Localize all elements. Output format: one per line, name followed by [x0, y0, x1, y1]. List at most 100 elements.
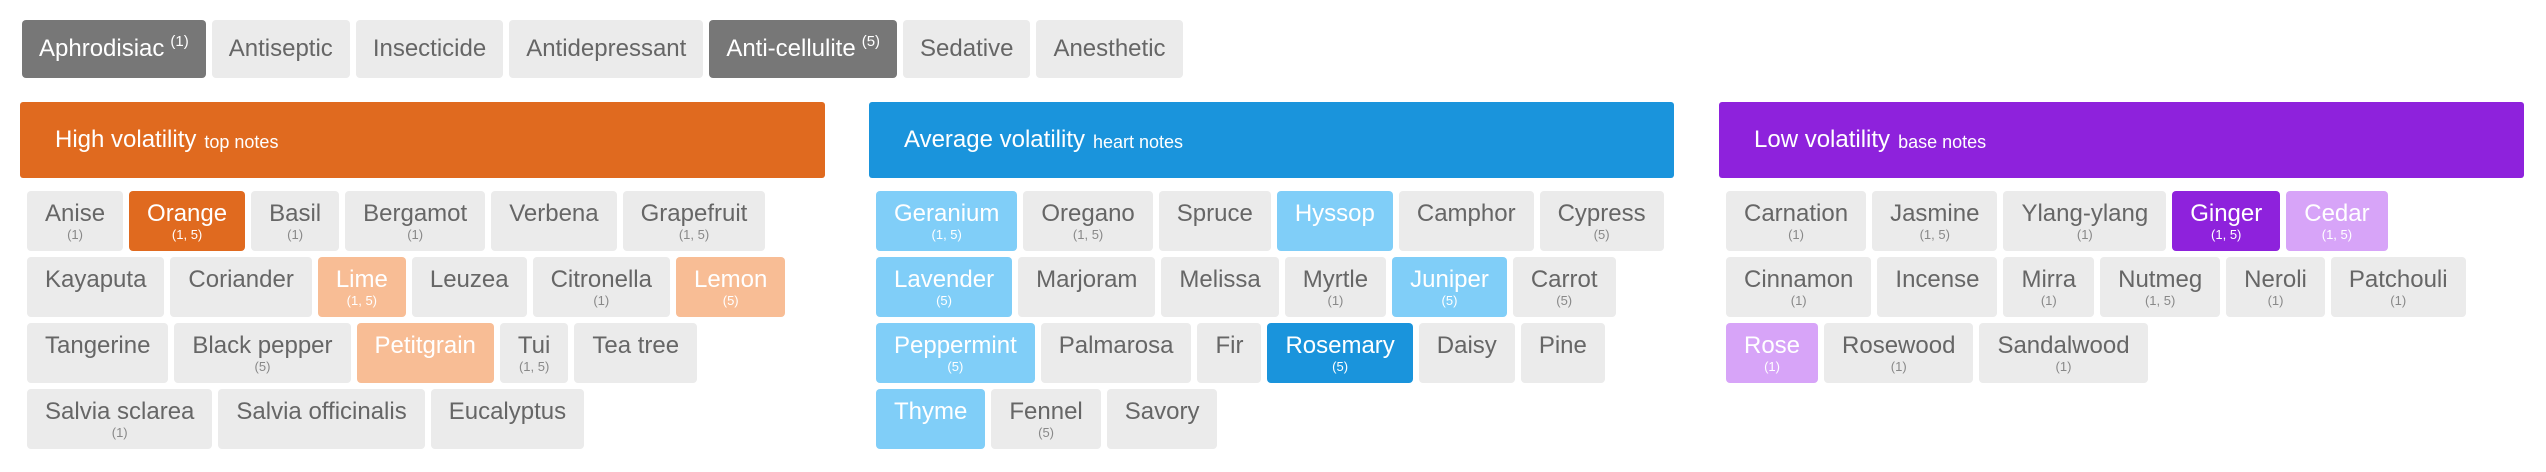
oil-name: Verbena — [509, 200, 599, 227]
oil-chip-black-pepper[interactable]: Black pepper(5) — [174, 323, 351, 383]
column-header-average: Average volatility heart notes — [869, 102, 1674, 178]
oil-chip-verbena[interactable]: Verbena — [491, 191, 617, 251]
oil-name: Citronella — [550, 266, 652, 293]
oil-chip-tui[interactable]: Tui(1, 5) — [499, 323, 569, 383]
filter-tab-label: Sedative — [920, 35, 1014, 62]
oil-name: Jasmine — [1890, 200, 1980, 227]
oil-chip-ginger[interactable]: Ginger(1, 5) — [2172, 191, 2281, 251]
oil-chip-bergamot[interactable]: Bergamot(1) — [345, 191, 486, 251]
oil-chip-daisy[interactable]: Daisy — [1418, 323, 1515, 383]
oil-chip-mirra[interactable]: Mirra(1) — [2003, 257, 2095, 317]
oil-chip-cedar[interactable]: Cedar(1, 5) — [2286, 191, 2388, 251]
oil-chip-jasmine[interactable]: Jasmine(1, 5) — [1872, 191, 1998, 251]
oil-refs: (1) — [2267, 293, 2284, 308]
oil-refs: (1, 5) — [518, 359, 550, 374]
oil-refs: (5) — [1556, 293, 1573, 308]
oil-chip-peppermint[interactable]: Peppermint(5) — [876, 323, 1035, 383]
oil-chip-anise[interactable]: Anise(1) — [27, 191, 124, 251]
oil-name: Carrot — [1530, 266, 1598, 293]
oil-list-low: Carnation(1)Jasmine(1, 5)Ylang-ylang(1)G… — [1719, 178, 2524, 383]
oil-chip-basil[interactable]: Basil(1) — [251, 191, 340, 251]
oil-name: Basil — [269, 200, 322, 227]
oil-name: Black pepper — [192, 332, 333, 359]
oil-chip-grapefruit[interactable]: Grapefruit(1, 5) — [622, 191, 766, 251]
oil-chip-lavender[interactable]: Lavender(5) — [876, 257, 1013, 317]
column-low-volatility: Low volatility base notes Carnation(1)Ja… — [1719, 102, 2524, 383]
filter-tab-antiseptic[interactable]: Antiseptic — [211, 20, 350, 78]
oil-chip-camphor[interactable]: Camphor — [1398, 191, 1534, 251]
oil-chip-hyssop[interactable]: Hyssop — [1276, 191, 1393, 251]
column-header-high: High volatility top notes — [20, 102, 825, 178]
oil-chip-spruce[interactable]: Spruce — [1158, 191, 1271, 251]
oil-name: Hyssop — [1294, 200, 1375, 227]
oil-refs: (5) — [1441, 293, 1458, 308]
oil-chip-juniper[interactable]: Juniper(5) — [1392, 257, 1507, 317]
oil-name: Melissa — [1179, 266, 1261, 293]
oil-chip-cinnamon[interactable]: Cinnamon(1) — [1726, 257, 1872, 317]
oil-chip-pine[interactable]: Pine — [1520, 323, 1605, 383]
oil-chip-oregano[interactable]: Oregano(1, 5) — [1023, 191, 1153, 251]
oil-chip-fennel[interactable]: Fennel(5) — [991, 389, 1101, 449]
oil-chip-salvia-officinalis[interactable]: Salvia officinalis — [218, 389, 425, 449]
oil-chip-orange[interactable]: Orange(1, 5) — [129, 191, 246, 251]
filter-tab-aphrodisiac[interactable]: Aphrodisiac(1) — [22, 20, 206, 78]
oil-chip-incense[interactable]: Incense — [1877, 257, 1998, 317]
oil-chip-ylang-ylang[interactable]: Ylang-ylang(1) — [2003, 191, 2167, 251]
oil-name: Anise — [45, 200, 106, 227]
oil-chip-marjoram[interactable]: Marjoram — [1018, 257, 1156, 317]
oil-name: Nutmeg — [2118, 266, 2203, 293]
oil-chip-rosewood[interactable]: Rosewood(1) — [1824, 323, 1974, 383]
oil-chip-nutmeg[interactable]: Nutmeg(1, 5) — [2100, 257, 2221, 317]
oil-name: Geranium — [894, 200, 1000, 227]
oil-chip-rosemary[interactable]: Rosemary(5) — [1267, 323, 1413, 383]
oil-refs: (1, 5) — [931, 227, 962, 242]
oil-chip-tangerine[interactable]: Tangerine — [27, 323, 169, 383]
oil-name: Pine — [1538, 332, 1587, 359]
oil-chip-cypress[interactable]: Cypress(5) — [1539, 191, 1664, 251]
oil-chip-petitgrain[interactable]: Petitgrain — [356, 323, 494, 383]
oil-chip-neroli[interactable]: Neroli(1) — [2226, 257, 2325, 317]
filter-tab-insecticide[interactable]: Insecticide — [355, 20, 504, 78]
oil-name: Tea tree — [592, 332, 680, 359]
filter-tab-label: Aphrodisiac — [39, 35, 165, 62]
oil-chip-coriander[interactable]: Coriander — [170, 257, 312, 317]
oil-chip-lemon[interactable]: Lemon(5) — [675, 257, 786, 317]
oil-chip-fir[interactable]: Fir — [1197, 323, 1262, 383]
oil-chip-tea-tree[interactable]: Tea tree — [574, 323, 698, 383]
oil-chip-savory[interactable]: Savory — [1106, 389, 1218, 449]
oil-name: Lemon — [693, 266, 768, 293]
oil-chip-melissa[interactable]: Melissa — [1161, 257, 1279, 317]
filter-tab-anesthetic[interactable]: Anesthetic — [1036, 20, 1183, 78]
oil-chip-patchouli[interactable]: Patchouli(1) — [2330, 257, 2466, 317]
oil-chip-carrot[interactable]: Carrot(5) — [1512, 257, 1616, 317]
oil-chip-carnation[interactable]: Carnation(1) — [1726, 191, 1867, 251]
oil-chip-palmarosa[interactable]: Palmarosa — [1040, 323, 1192, 383]
oil-name: Lime — [335, 266, 388, 293]
oil-chip-thyme[interactable]: Thyme — [876, 389, 986, 449]
oil-name: Mirra — [2021, 266, 2077, 293]
oil-chip-geranium[interactable]: Geranium(1, 5) — [876, 191, 1018, 251]
oil-refs: (1) — [287, 227, 304, 242]
oil-chip-citronella[interactable]: Citronella(1) — [532, 257, 670, 317]
oil-chip-rose[interactable]: Rose(1) — [1726, 323, 1819, 383]
oil-refs: (1, 5) — [346, 293, 377, 308]
filter-tab-anti-cellulite[interactable]: Anti-cellulite(5) — [709, 20, 898, 78]
oil-chip-myrtle[interactable]: Myrtle(1) — [1284, 257, 1387, 317]
oil-chip-leuzea[interactable]: Leuzea — [411, 257, 527, 317]
filter-tab-sedative[interactable]: Sedative — [903, 20, 1031, 78]
oil-chip-kayaputa[interactable]: Kayaputa — [27, 257, 165, 317]
filter-tab-antidepressant[interactable]: Antidepressant — [509, 20, 704, 78]
column-title: Low volatility — [1754, 126, 1891, 153]
column-title: High volatility — [55, 126, 197, 153]
oil-refs: (1) — [1890, 359, 1907, 374]
filter-tab-label: Antidepressant — [526, 35, 687, 62]
oil-chip-eucalyptus[interactable]: Eucalyptus — [430, 389, 585, 449]
oil-chip-lime[interactable]: Lime(1, 5) — [317, 257, 406, 317]
oil-chip-sandalwood[interactable]: Sandalwood(1) — [1979, 323, 2148, 383]
oil-name: Coriander — [188, 266, 294, 293]
oil-refs: (1) — [1790, 293, 1807, 308]
oil-name: Peppermint — [894, 332, 1017, 359]
oil-chip-salvia-sclarea[interactable]: Salvia sclarea(1) — [27, 389, 213, 449]
oil-refs: (5) — [254, 359, 271, 374]
oil-name: Oregano — [1041, 200, 1135, 227]
